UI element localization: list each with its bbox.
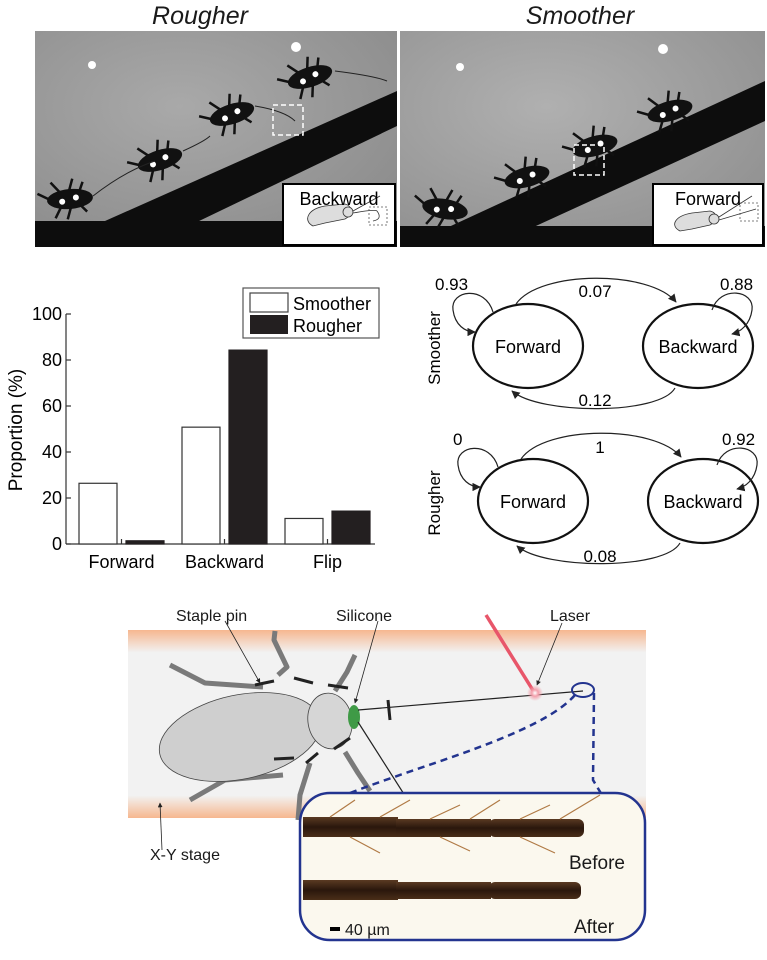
y-axis-label: Proportion (%) <box>6 369 27 492</box>
label-xy-stage: X-Y stage <box>150 847 220 864</box>
legend-swatch-rougher <box>250 315 288 334</box>
micrograph-label-after: After <box>574 917 615 938</box>
state-forward <box>476 457 590 545</box>
prob-backward-to-forward: 0.08 <box>583 547 616 566</box>
self-loop-forward <box>457 447 499 492</box>
photo-smoother-scene <box>400 31 765 247</box>
prob-self-forward: 0.93 <box>435 275 468 294</box>
antenna-tip-callout <box>571 682 595 698</box>
zoom-box <box>272 104 304 136</box>
x-tick-label: Flip <box>313 552 342 572</box>
state-backward-label: Backward <box>658 337 737 357</box>
marker-dot <box>658 44 668 54</box>
state-diagram-smoother: Smoother Forward Backward 0.93 0.88 0.07… <box>425 275 755 410</box>
arrow-laser <box>536 622 563 686</box>
photo-rougher-scene <box>35 31 397 247</box>
bar-smoother-flip <box>284 517 324 545</box>
laser-ablation-schematic <box>128 614 647 942</box>
bar-smoother-forward <box>78 482 118 545</box>
y-tick-label: 40 <box>42 442 62 462</box>
state-diagram-rougher: Rougher Forward Backward 0 0.92 1 0.08 <box>425 430 760 566</box>
edge-backward-to-forward <box>516 542 681 565</box>
staple-pins <box>254 676 392 765</box>
micrograph-label-before: Before <box>569 853 625 874</box>
prob-forward-to-backward: 0.07 <box>578 282 611 301</box>
self-loop-backward <box>711 292 753 337</box>
micrograph-panel <box>298 791 647 942</box>
edge-forward-to-backward <box>515 277 677 305</box>
inset-label-forward: Forward <box>674 189 741 209</box>
photo-title-rougher: Rougher <box>152 2 248 30</box>
bar-rougher-backward <box>228 349 268 545</box>
state-diagrams: Smoother Forward Backward 0.93 0.88 0.07… <box>425 275 760 566</box>
state-forward <box>471 302 585 390</box>
y-tick-label: 0 <box>52 534 62 554</box>
label-silicone: Silicone <box>336 608 393 625</box>
marker-dot <box>88 61 96 69</box>
prob-self-backward: 0.88 <box>720 275 753 294</box>
incline-ramp <box>440 81 765 247</box>
antenna-after <box>303 880 581 900</box>
state-backward <box>641 302 755 390</box>
bar-chart: Proportion (%) 0 20 40 60 80 100 Forward Backw… <box>6 287 380 572</box>
antenna-mounted <box>357 690 584 711</box>
diagram-label-rougher: Rougher <box>425 470 444 536</box>
marker-dot <box>456 63 464 71</box>
bar-smoother-backward <box>181 426 221 545</box>
photo-smoother: Forward <box>400 31 765 247</box>
photo-title-smoother: Smoother <box>525 2 635 30</box>
prob-self-backward: 0.92 <box>722 430 755 449</box>
scale-bar <box>330 927 340 931</box>
state-backward-label: Backward <box>663 492 742 512</box>
zoom-box <box>573 144 605 176</box>
incline-ramp <box>105 91 397 247</box>
state-forward-label: Forward <box>495 337 561 357</box>
state-backward <box>646 457 760 545</box>
y-tick-label: 100 <box>32 304 62 324</box>
antenna-before <box>303 794 601 854</box>
callout-dashed-right <box>591 692 604 796</box>
scale-bar-label: 40 µm <box>345 922 390 939</box>
laser-spot <box>527 685 543 701</box>
inset-label-backward: Backward <box>299 189 379 209</box>
edge-forward-to-backward <box>520 432 682 460</box>
arrow-stage <box>157 802 163 851</box>
bar-rougher-flip <box>331 510 371 545</box>
state-forward-label: Forward <box>500 492 566 512</box>
y-tick-label: 60 <box>42 396 62 416</box>
edge-backward-to-forward <box>511 387 676 410</box>
silicone-blob <box>348 705 360 729</box>
legend: Smoother Rougher <box>242 287 380 339</box>
legend-label-smoother: Smoother <box>293 294 371 314</box>
label-staple-pin: Staple pin <box>176 608 248 625</box>
legend-swatch-smoother <box>249 292 289 313</box>
marker-dot <box>291 42 301 52</box>
arrow-staple-pin <box>224 620 261 684</box>
cockroach-legs <box>168 630 373 821</box>
prob-self-forward: 0 <box>453 430 462 449</box>
x-tick-label: Backward <box>185 552 264 572</box>
diagram-label-smoother: Smoother <box>425 311 444 385</box>
callout-dashed-left <box>344 694 576 797</box>
y-tick-label: 80 <box>42 350 62 370</box>
bar-rougher-forward <box>125 540 165 545</box>
legend-label-rougher: Rougher <box>293 316 362 336</box>
y-tick-label: 20 <box>42 488 62 508</box>
self-loop-backward <box>716 447 758 492</box>
self-loop-forward <box>452 292 494 337</box>
arrow-silicone <box>353 620 379 704</box>
laser-beam <box>484 614 536 693</box>
x-tick-label: Forward <box>88 552 154 572</box>
label-laser: Laser <box>550 608 591 625</box>
prob-backward-to-forward: 0.12 <box>578 391 611 410</box>
prob-forward-to-backward: 1 <box>595 438 604 457</box>
photo-rougher: Backward <box>35 31 397 247</box>
